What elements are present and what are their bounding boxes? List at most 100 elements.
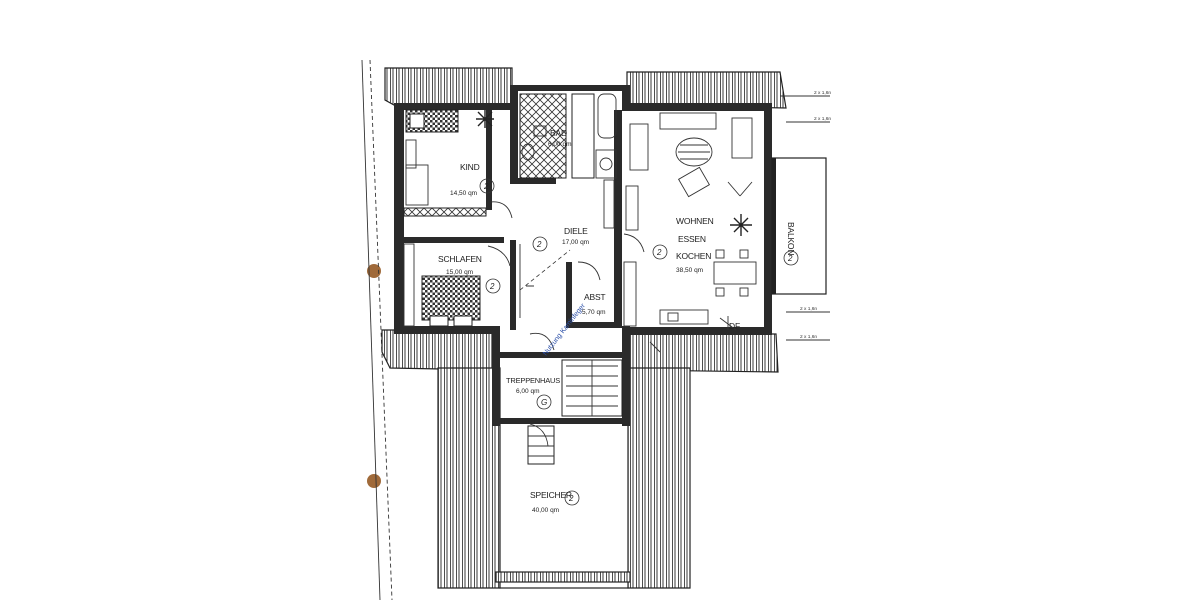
door-swing bbox=[623, 233, 645, 253]
room-number-circle bbox=[783, 250, 799, 266]
wall bbox=[394, 326, 496, 334]
coffee-table bbox=[675, 137, 713, 167]
room-number-wohnen: 2 bbox=[656, 248, 662, 257]
wall bbox=[492, 326, 500, 426]
binder-hole bbox=[367, 474, 381, 488]
wall bbox=[764, 103, 772, 335]
binder-hole bbox=[367, 264, 381, 278]
chair bbox=[739, 249, 749, 259]
door-swing bbox=[577, 261, 601, 281]
room-area-abst: 5,70 qm bbox=[582, 309, 606, 316]
stove-burner bbox=[599, 157, 613, 171]
wall bbox=[404, 237, 504, 243]
room-number-treppenhaus: G bbox=[541, 398, 547, 407]
chair bbox=[715, 249, 725, 259]
wall bbox=[510, 85, 628, 91]
room-number-circle bbox=[485, 278, 501, 294]
room-name-abst: ABST bbox=[584, 292, 605, 302]
roof-line bbox=[519, 249, 571, 291]
side-mark: 2 x 1,6n bbox=[800, 306, 817, 312]
door-swing bbox=[489, 201, 513, 219]
attic-roof-right bbox=[627, 367, 691, 589]
wall bbox=[510, 240, 516, 330]
bathroom-wall bbox=[571, 93, 595, 179]
wall bbox=[566, 262, 572, 328]
room-number-circle bbox=[479, 178, 495, 194]
wall bbox=[624, 327, 772, 335]
mark bbox=[649, 341, 661, 353]
chair bbox=[739, 287, 749, 297]
room-name-kochen: KOCHEN bbox=[676, 251, 711, 261]
pillow bbox=[409, 113, 425, 129]
sofa-side bbox=[731, 117, 753, 159]
wall bbox=[394, 103, 516, 110]
door-swing bbox=[529, 423, 549, 447]
wall bbox=[500, 418, 628, 424]
room-name-wohnen: WOHNEN bbox=[676, 216, 714, 226]
kitchen-counter bbox=[659, 309, 709, 325]
side-mark: 2 x 1,6n bbox=[800, 334, 817, 340]
sofa bbox=[659, 112, 717, 130]
room-area-diele: 17,00 qm bbox=[562, 239, 589, 246]
room-name-speicher: SPEICHER bbox=[530, 490, 572, 500]
shelf bbox=[519, 244, 534, 318]
room-name-essen: ESSEN bbox=[678, 234, 706, 244]
side-mark: 2 x 1,6n bbox=[814, 90, 831, 96]
wall bbox=[622, 85, 630, 110]
sink bbox=[667, 312, 679, 322]
room-area-kind: 14,50 qm bbox=[450, 190, 477, 197]
room-area-wohnen: 38,50 qm bbox=[676, 267, 703, 274]
roof-eave-top-right bbox=[626, 71, 787, 109]
stair-steps bbox=[528, 435, 554, 457]
wall bbox=[622, 326, 630, 426]
plant-icon bbox=[476, 110, 494, 128]
wall bbox=[510, 85, 518, 180]
roof-eave-bottom-right bbox=[629, 333, 779, 373]
chair bbox=[715, 287, 725, 297]
df-mark bbox=[719, 316, 737, 331]
plant-icon bbox=[730, 214, 752, 236]
room-name-diele: DIELE bbox=[564, 226, 588, 236]
margin-line bbox=[361, 59, 381, 600]
wall-kind-schlafen bbox=[403, 207, 487, 217]
door-swing bbox=[529, 332, 555, 351]
door-swing bbox=[487, 245, 511, 267]
attic-stair bbox=[527, 425, 555, 465]
room-area-bad: 6,00 qm bbox=[548, 141, 572, 148]
attic-eave bbox=[495, 571, 631, 583]
room-area-speicher: 40,00 qm bbox=[532, 507, 559, 514]
attic-floor bbox=[499, 419, 629, 589]
cabinet bbox=[603, 179, 615, 229]
bed-double bbox=[421, 275, 481, 321]
stair-note: Nutzung Kaminfeger bbox=[542, 302, 587, 357]
room-name-treppenhaus: TREPPENHAUS bbox=[506, 376, 560, 385]
coffee-table-lines bbox=[678, 144, 710, 160]
room-number-schlafen: 2 bbox=[489, 282, 495, 291]
room-area-treppenhaus: 6,00 qm bbox=[516, 388, 540, 395]
room-number-balkon: 2 bbox=[787, 254, 793, 263]
cabinet bbox=[625, 185, 639, 231]
wall bbox=[614, 110, 622, 328]
roof-eave-bottom-left bbox=[381, 329, 493, 371]
balcony-door bbox=[727, 181, 753, 197]
armchair bbox=[629, 123, 649, 171]
shelf bbox=[405, 139, 417, 169]
room-name-balkon: BALKON bbox=[786, 222, 796, 255]
wall bbox=[566, 322, 622, 328]
room-name-kind: KIND bbox=[460, 162, 480, 172]
armchair bbox=[677, 166, 711, 198]
room-number-speicher: 2 bbox=[568, 494, 574, 503]
toilet bbox=[521, 143, 535, 161]
pillow bbox=[429, 315, 449, 327]
wall bbox=[394, 103, 404, 333]
bathtub bbox=[597, 93, 617, 139]
room-number-circle bbox=[532, 236, 548, 252]
room-number-circle bbox=[652, 244, 668, 260]
df-label: DF bbox=[729, 321, 740, 331]
dining-table bbox=[713, 261, 757, 285]
side-dimension-lines bbox=[780, 95, 830, 341]
room-name-bad: BAD bbox=[550, 128, 567, 138]
wall bbox=[486, 110, 492, 210]
room-number-kind: 2 bbox=[483, 182, 489, 191]
